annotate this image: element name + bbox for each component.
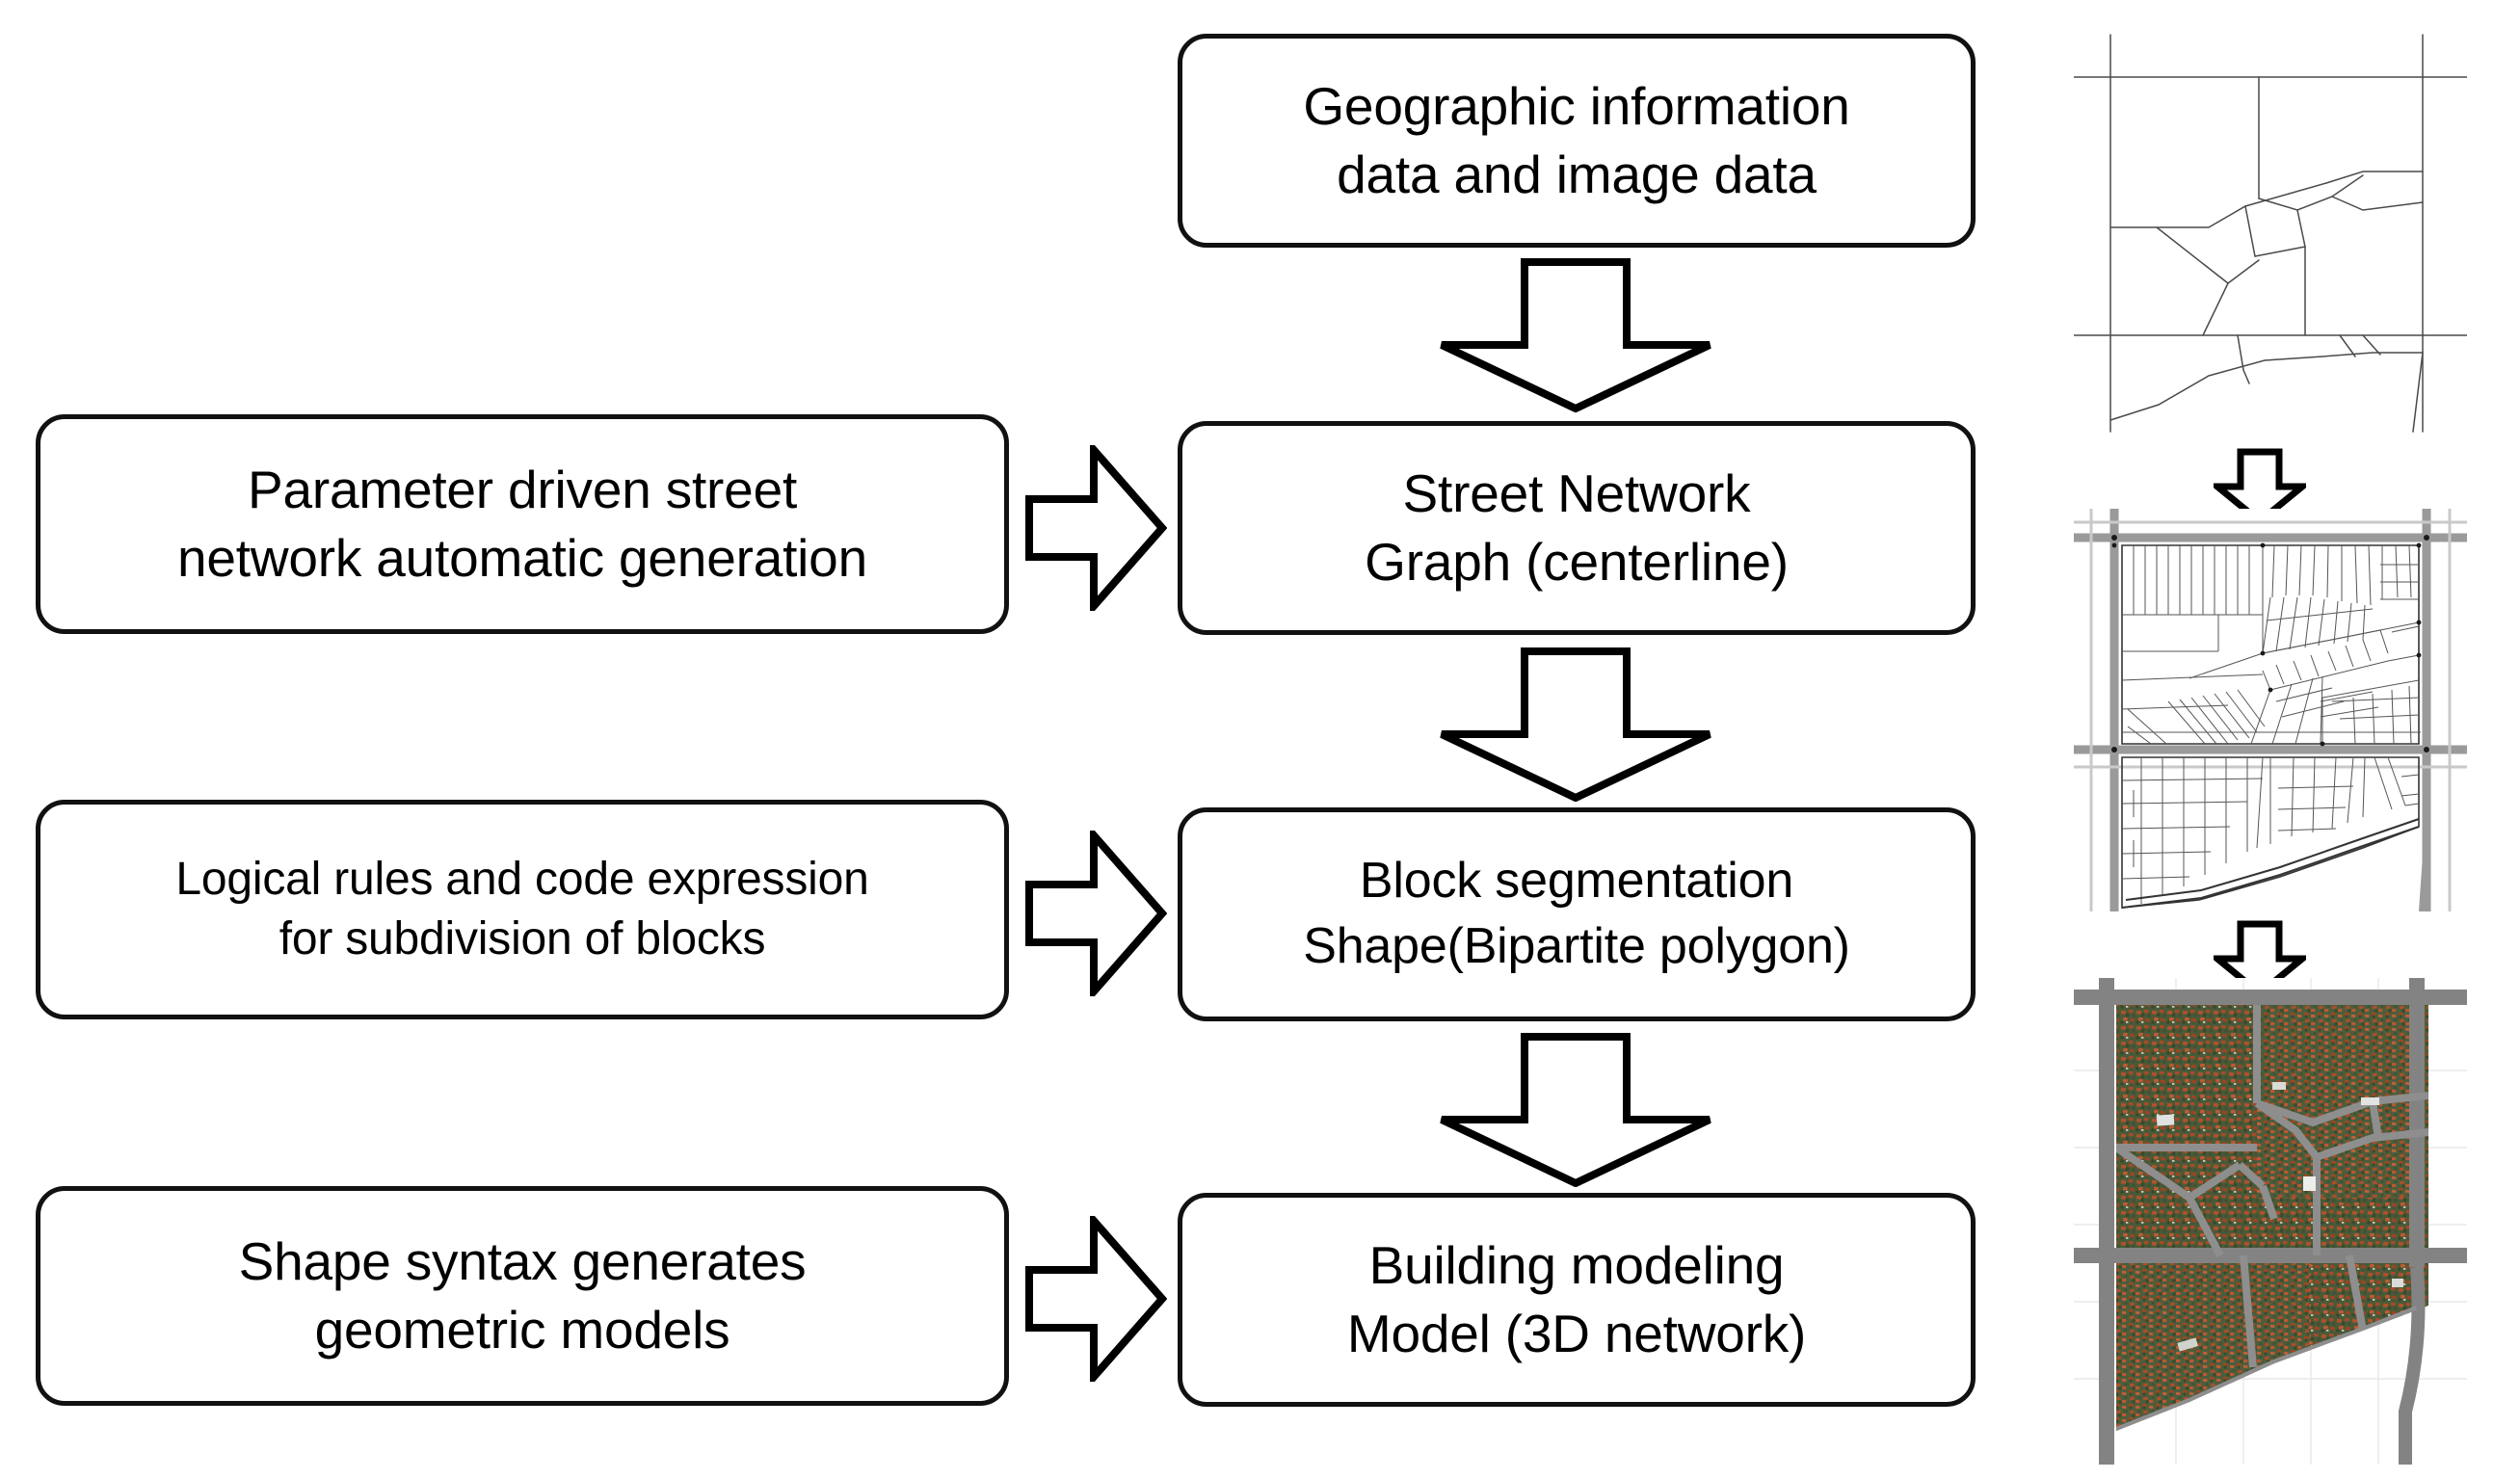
node-block-segmentation[interactable]: Block segmentation Shape(Bipartite polyg… [1178, 807, 1976, 1021]
node-street-network[interactable]: Street Network Graph (centerline) [1178, 421, 1976, 635]
node-street-network-text: Street Network Graph (centerline) [1200, 460, 1953, 597]
node-logical-rules-line2: for subdivision of blocks [279, 913, 766, 964]
node-block-segmentation-text: Block segmentation Shape(Bipartite polyg… [1200, 849, 1953, 979]
node-building-modeling[interactable]: Building modeling Model (3D network) [1178, 1193, 1976, 1407]
arrow-right-syntax-to-building-icon [1024, 1216, 1167, 1382]
arrow-down-street-to-block-icon [1436, 647, 1715, 802]
node-logical-rules-line1: Logical rules and code expression [175, 853, 869, 905]
node-logical-rules-text: Logical rules and code expression for su… [58, 850, 987, 970]
node-block-segmentation-line1: Block segmentation [1359, 853, 1794, 910]
illustration-block-parcel-map [2074, 509, 2467, 911]
node-gis[interactable]: Geographic information data and image da… [1178, 34, 1976, 248]
node-shape-syntax-text: Shape syntax generates geometric models [58, 1228, 987, 1365]
arrow-down-network-to-parcel-icon [2214, 448, 2306, 525]
node-gis-line2: data and image data [1337, 145, 1817, 204]
node-logical-rules[interactable]: Logical rules and code expression for su… [36, 800, 1009, 1019]
node-gis-text: Geographic information data and image da… [1200, 72, 1953, 210]
node-building-modeling-line2: Model (3D network) [1346, 1304, 1807, 1363]
node-parameter-driven-line2: network automatic generation [177, 528, 867, 588]
node-building-modeling-line1: Building modeling [1368, 1234, 1785, 1295]
arrow-down-block-to-building-icon [1436, 1033, 1715, 1187]
node-street-network-line1: Street Network [1402, 462, 1751, 523]
node-building-modeling-text: Building modeling Model (3D network) [1200, 1231, 1953, 1369]
node-shape-syntax-line2: geometric models [314, 1300, 730, 1360]
node-block-segmentation-line2: Shape(Bipartite polygon) [1303, 918, 1850, 974]
node-street-network-line2: Graph (centerline) [1365, 532, 1789, 592]
arrow-down-parcel-to-render-icon [2214, 920, 2306, 997]
illustration-street-centerline-map [2074, 17, 2467, 441]
arrow-right-param-to-street-icon [1024, 445, 1167, 611]
node-shape-syntax[interactable]: Shape syntax generates geometric models [36, 1186, 1009, 1406]
node-shape-syntax-line1: Shape syntax generates [238, 1230, 807, 1291]
illustration-three-d-render [2074, 978, 2467, 1465]
arrow-right-rules-to-block-icon [1024, 831, 1167, 996]
node-parameter-driven-line1: Parameter driven street [247, 459, 798, 519]
node-gis-line1: Geographic information [1303, 75, 1850, 136]
node-parameter-driven-text: Parameter driven street network automati… [58, 456, 987, 594]
arrow-down-gis-to-street-icon [1436, 258, 1715, 412]
node-parameter-driven[interactable]: Parameter driven street network automati… [36, 414, 1009, 634]
